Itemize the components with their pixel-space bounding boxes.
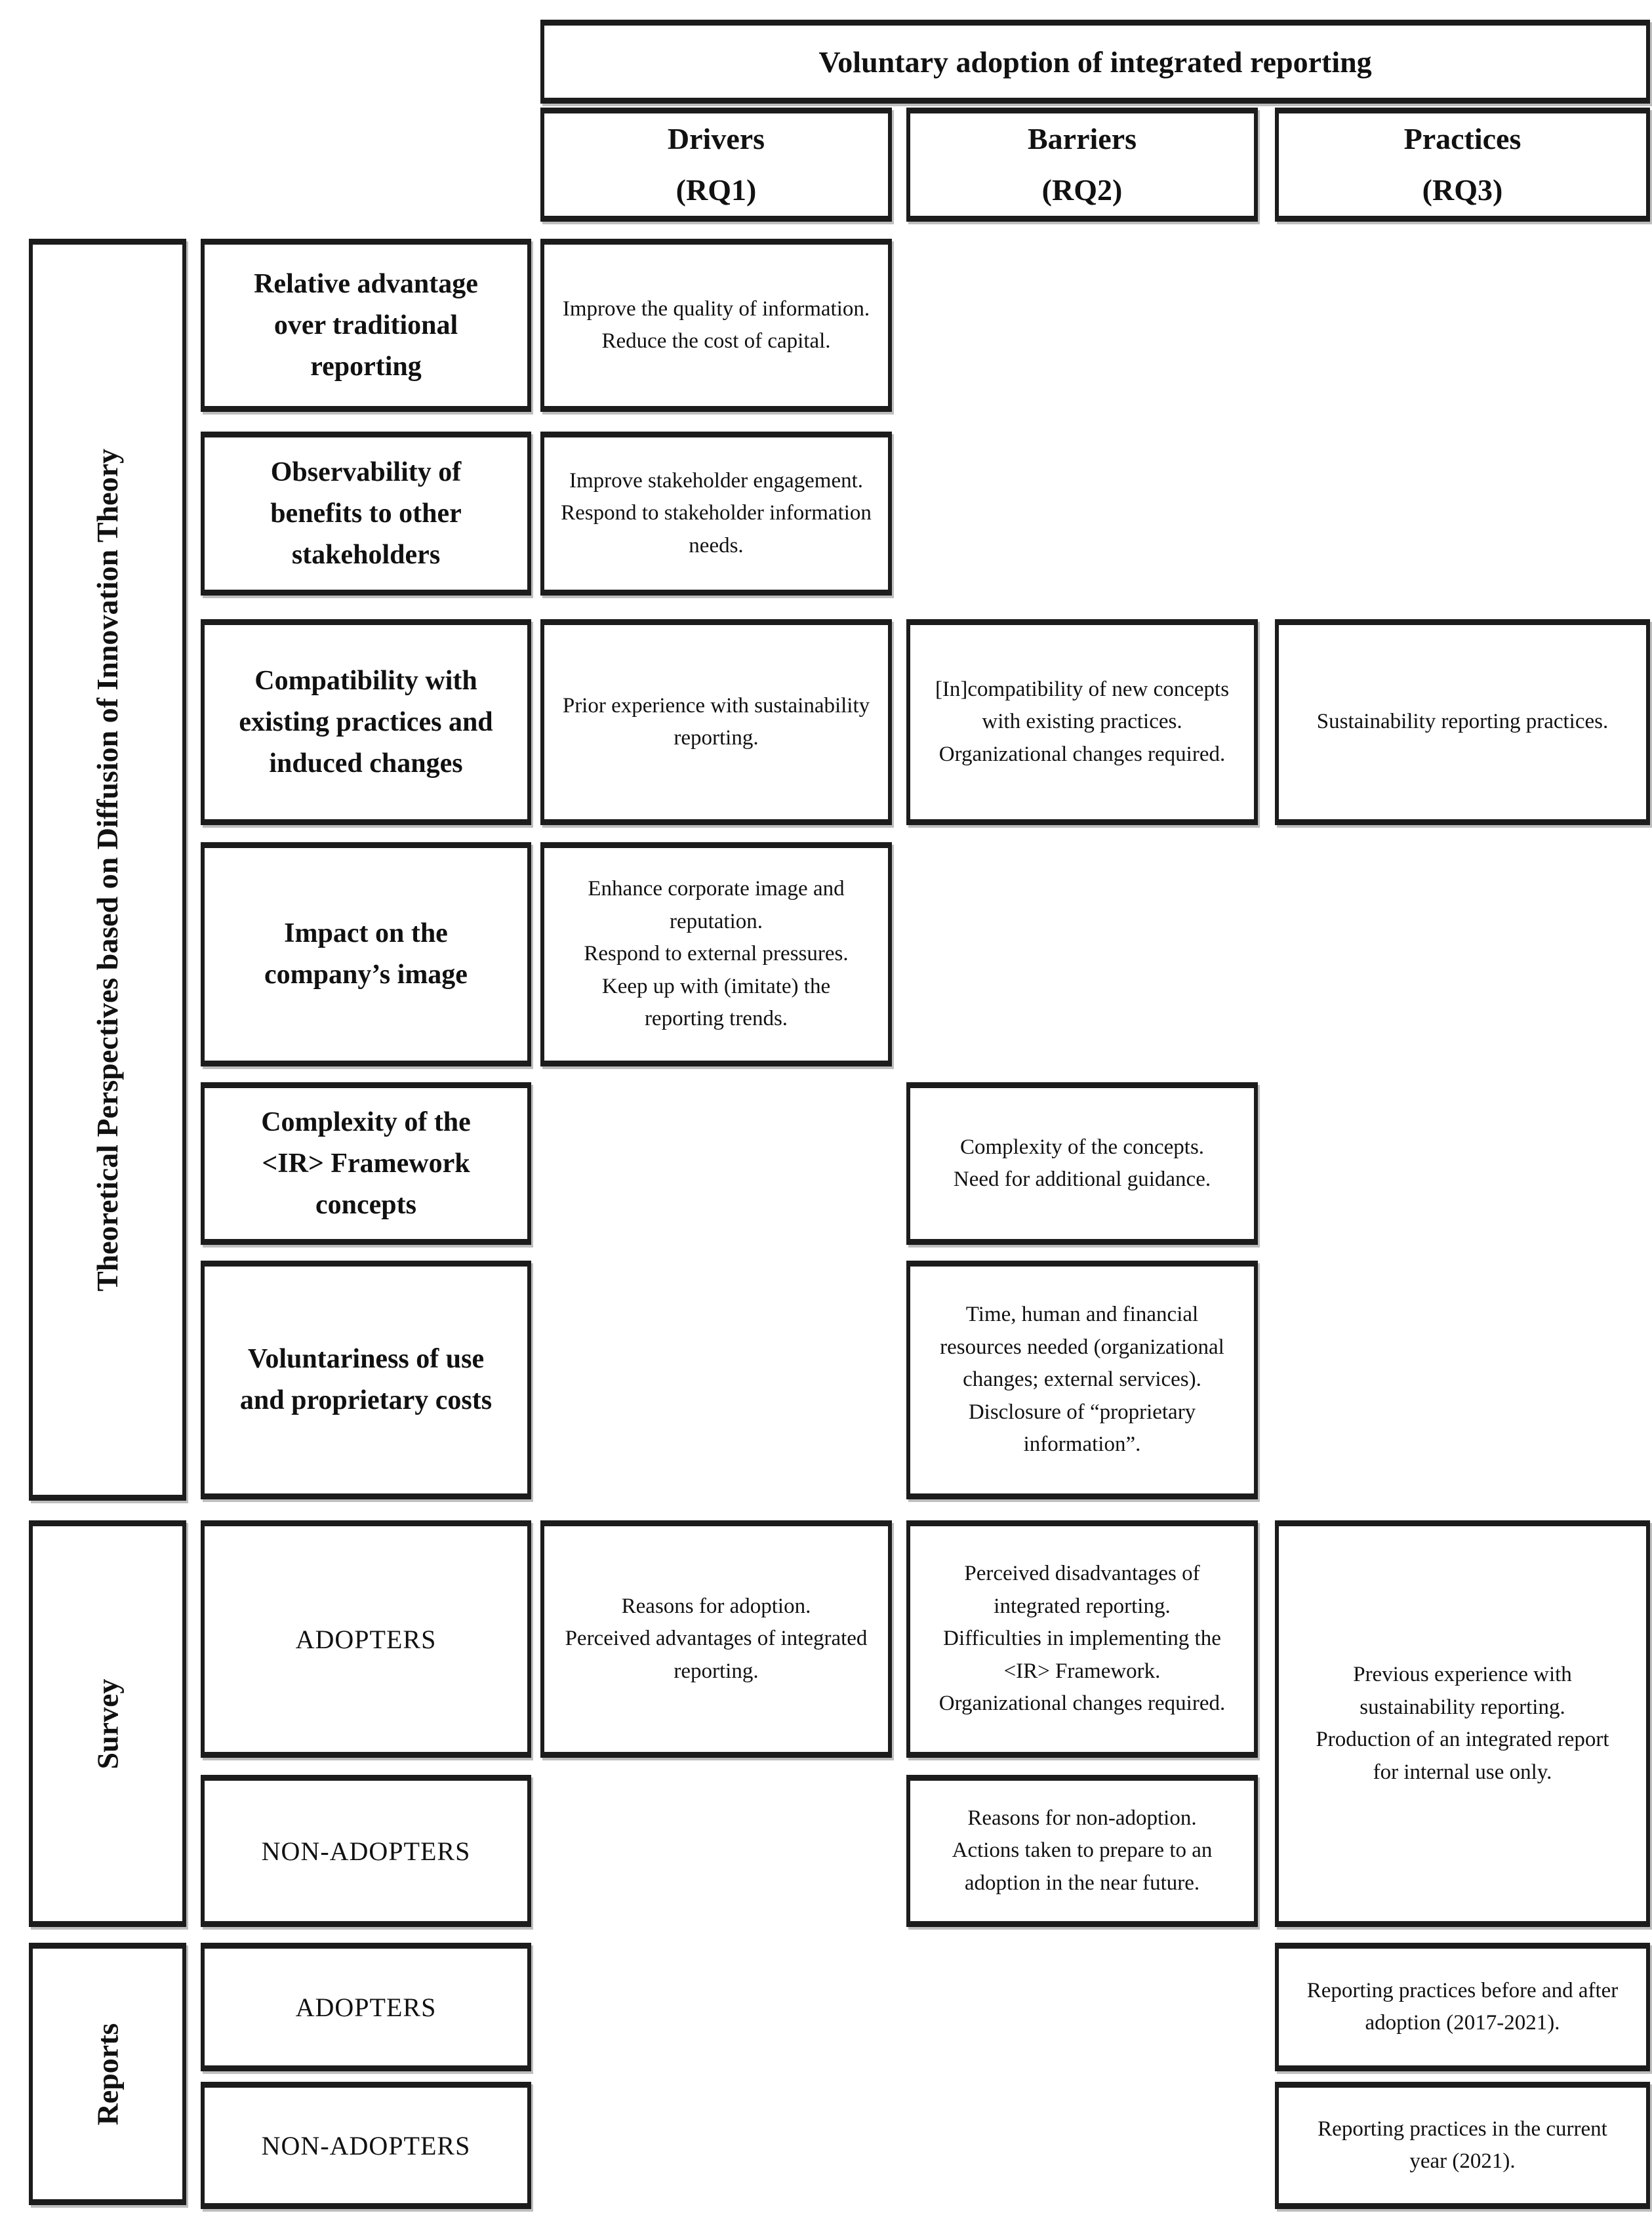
cell-relative-advantage-drivers: Improve the quality of information. Redu… xyxy=(540,239,892,412)
cell-survey-adopters-drivers: Reasons for adoption. Perceived advantag… xyxy=(540,1520,892,1758)
cell-survey-non-adopters-barriers: Reasons for non-adoption. Actions taken … xyxy=(906,1775,1258,1927)
row-label-survey-adopters: ADOPTERS xyxy=(201,1520,531,1758)
column-header-drivers-label: Drivers (RQ1) xyxy=(667,121,765,207)
cell-compatibility-barriers-text: [In]compatibility of new concepts with e… xyxy=(935,677,1230,766)
row-label-complexity: Complexity of the <IR> Framework concept… xyxy=(201,1082,531,1245)
row-label-reports-adopters-text: ADOPTERS xyxy=(295,1992,437,2022)
cell-compatibility-practices: Sustainability reporting practices. xyxy=(1275,619,1650,825)
row-label-reports-non-adopters: NON-ADOPTERS xyxy=(201,2082,531,2209)
header-title-box: Voluntary adoption of integrated reporti… xyxy=(540,20,1650,104)
header-title: Voluntary adoption of integrated reporti… xyxy=(818,45,1372,79)
column-header-barriers-label: Barriers (RQ2) xyxy=(1027,121,1137,207)
column-header-practices: Practices (RQ3) xyxy=(1275,108,1650,222)
cell-survey-adopters-drivers-text: Reasons for adoption. Perceived advantag… xyxy=(565,1594,868,1683)
row-label-voluntariness-text: Voluntariness of use and proprietary cos… xyxy=(239,1344,493,1415)
cell-compatibility-practices-text: Sustainability reporting practices. xyxy=(1316,710,1609,734)
section-label-survey: Survey xyxy=(29,1520,186,1927)
section-label-survey-text: Survey xyxy=(91,1678,125,1769)
cell-observability-drivers-text: Improve stakeholder engagement. Respond … xyxy=(561,468,872,558)
cell-image-impact-drivers: Enhance corporate image and reputation. … xyxy=(540,842,892,1066)
cell-survey-non-adopters-barriers-text: Reasons for non-adoption. Actions taken … xyxy=(952,1806,1213,1895)
cell-survey-adopters-barriers-text: Perceived disadvantages of integrated re… xyxy=(938,1562,1226,1716)
cell-reports-non-adopters-practices-text: Reporting practices in the current year … xyxy=(1318,2117,1607,2174)
row-label-relative-advantage-text: Relative advantage over traditional repo… xyxy=(254,268,478,382)
row-label-compatibility: Compatibility with existing practices an… xyxy=(201,619,531,825)
row-label-compatibility-text: Compatibility with existing practices an… xyxy=(239,665,493,779)
column-header-drivers: Drivers (RQ1) xyxy=(540,108,892,222)
cell-survey-practices: Previous experience with sustainability … xyxy=(1275,1520,1650,1927)
cell-compatibility-drivers-text: Prior experience with sustainability rep… xyxy=(562,693,870,750)
cell-observability-drivers: Improve stakeholder engagement. Respond … xyxy=(540,432,892,596)
row-label-complexity-text: Complexity of the <IR> Framework concept… xyxy=(261,1106,471,1220)
section-label-theory: Theoretical Perspectives based on Diffus… xyxy=(29,239,186,1501)
row-label-reports-non-adopters-text: NON-ADOPTERS xyxy=(261,2130,471,2161)
row-label-observability: Observability of benefits to other stake… xyxy=(201,432,531,596)
cell-survey-adopters-barriers: Perceived disadvantages of integrated re… xyxy=(906,1520,1258,1758)
row-label-relative-advantage: Relative advantage over traditional repo… xyxy=(201,239,531,412)
row-label-observability-text: Observability of benefits to other stake… xyxy=(270,457,462,570)
cell-relative-advantage-drivers-text: Improve the quality of information. Redu… xyxy=(562,296,870,354)
cell-complexity-barriers: Complexity of the concepts. Need for add… xyxy=(906,1082,1258,1245)
row-label-reports-adopters: ADOPTERS xyxy=(201,1943,531,2071)
row-label-survey-non-adopters: NON-ADOPTERS xyxy=(201,1775,531,1927)
cell-image-impact-drivers-text: Enhance corporate image and reputation. … xyxy=(584,877,849,1031)
cell-survey-practices-text: Previous experience with sustainability … xyxy=(1316,1663,1609,1784)
cell-reports-adopters-practices-text: Reporting practices before and after ado… xyxy=(1306,1978,1619,2035)
column-header-barriers: Barriers (RQ2) xyxy=(906,108,1258,222)
cell-compatibility-drivers: Prior experience with sustainability rep… xyxy=(540,619,892,825)
cell-compatibility-barriers: [In]compatibility of new concepts with e… xyxy=(906,619,1258,825)
cell-reports-adopters-practices: Reporting practices before and after ado… xyxy=(1275,1943,1650,2071)
cell-complexity-barriers-text: Complexity of the concepts. Need for add… xyxy=(953,1135,1211,1192)
row-label-survey-non-adopters-text: NON-ADOPTERS xyxy=(261,1836,471,1866)
row-label-voluntariness: Voluntariness of use and proprietary cos… xyxy=(201,1261,531,1499)
row-label-image-impact-text: Impact on the company’s image xyxy=(264,918,468,990)
row-label-survey-adopters-text: ADOPTERS xyxy=(295,1624,437,1654)
cell-voluntariness-barriers-text: Time, human and financial resources need… xyxy=(940,1303,1224,1457)
cell-voluntariness-barriers: Time, human and financial resources need… xyxy=(906,1261,1258,1499)
row-label-image-impact: Impact on the company’s image xyxy=(201,842,531,1066)
cell-reports-non-adopters-practices: Reporting practices in the current year … xyxy=(1275,2082,1650,2209)
column-header-practices-label: Practices (RQ3) xyxy=(1403,121,1521,207)
section-label-reports-text: Reports xyxy=(91,2023,125,2125)
section-label-theory-text: Theoretical Perspectives based on Diffus… xyxy=(91,448,125,1291)
section-label-reports: Reports xyxy=(29,1943,186,2205)
